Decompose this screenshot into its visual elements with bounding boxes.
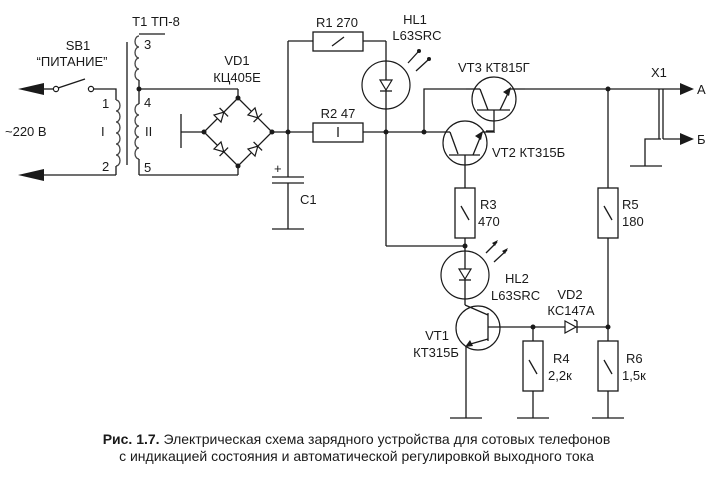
transistor-vt2 (442, 120, 495, 188)
label-vt1-type: КТ315Б (413, 345, 459, 360)
label-sb1: SB1 (66, 38, 91, 53)
connector-x1 (630, 89, 694, 167)
transistor-vt1 (450, 304, 533, 419)
resistor-r1 (312, 31, 386, 52)
label-r3: R3 (480, 197, 497, 212)
figure-caption: Рис. 1.7. Электрическая схема зарядного … (0, 431, 713, 465)
label-r4: R4 (553, 351, 570, 366)
label-hl2: HL2 (505, 271, 529, 286)
resistor-r3 (454, 187, 476, 246)
label-vd1: VD1 (224, 53, 249, 68)
label-t1: Т1 ТП-8 (132, 14, 180, 29)
led-hl1 (361, 41, 431, 246)
switch-sb1 (52, 78, 117, 100)
label-pin4: 4 (144, 95, 151, 110)
label-vt2: VT2 КТ315Б (492, 145, 565, 160)
label-hl2-type: L63SRC (491, 288, 540, 303)
label-r5: R5 (622, 197, 639, 212)
label-r5-value: 180 (622, 214, 644, 229)
label-winding-I: I (101, 124, 105, 139)
label-r1: R1 270 (316, 15, 358, 30)
zener-vd2 (533, 319, 608, 335)
label-c1-plus: + (274, 161, 282, 176)
capacitor-c1 (272, 132, 304, 230)
resistor-r5 (597, 89, 619, 330)
transformer-secondary (134, 33, 239, 176)
label-vd1-type: КЦ405Е (213, 70, 261, 85)
label-pin3: 3 (144, 37, 151, 52)
input-arrow-bottom (18, 169, 44, 181)
label-mains-voltage: ~220 В (5, 124, 47, 139)
mains-input (18, 83, 116, 181)
caption-line-2: с индикацией состояния и автоматической … (119, 448, 594, 464)
caption-prefix: Рис. 1.7. (102, 431, 160, 447)
label-vt1: VT1 (425, 328, 449, 343)
label-r3-value: 470 (478, 214, 500, 229)
input-arrow-top (18, 83, 44, 95)
label-pin5: 5 (144, 160, 151, 175)
label-hl1-type: L63SRC (392, 28, 441, 43)
label-winding-II: II (145, 124, 152, 139)
output-arrow-a (680, 83, 694, 95)
label-r6: R6 (626, 351, 643, 366)
label-r6-value: 1,5к (622, 368, 646, 383)
label-hl1: HL1 (403, 12, 427, 27)
label-vt3: VT3 КТ815Г (458, 60, 530, 75)
resistor-r6 (592, 327, 624, 419)
caption-line-1: Рис. 1.7. Электрическая схема зарядного … (0, 431, 713, 448)
led-hl2 (440, 240, 508, 305)
label-pin1: 1 (102, 96, 109, 111)
label-r2: R2 47 (321, 106, 356, 121)
resistor-r2 (312, 122, 425, 143)
label-output-a: А (697, 82, 706, 97)
label-pin2: 2 (102, 159, 109, 174)
circuit-schematic: SB1 “ПИТАНИЕ” ~220 В Т1 ТП-8 1 2 3 4 5 I… (5, 12, 706, 419)
label-sb1-name: “ПИТАНИЕ” (37, 54, 108, 69)
label-output-b: Б (697, 132, 706, 147)
caption-text-1: Электрическая схема зарядного устройства… (159, 431, 611, 447)
label-vd2-type: КС147А (547, 303, 595, 318)
label-c1: C1 (300, 192, 317, 207)
label-x1: X1 (651, 65, 667, 80)
transistor-vt3 (466, 76, 525, 132)
diode-bridge-vd1 (180, 95, 275, 169)
label-vd2: VD2 (557, 287, 582, 302)
resistor-r4 (517, 327, 549, 419)
wire (423, 88, 466, 132)
transformer-primary (115, 99, 121, 175)
label-r4-value: 2,2к (548, 368, 572, 383)
